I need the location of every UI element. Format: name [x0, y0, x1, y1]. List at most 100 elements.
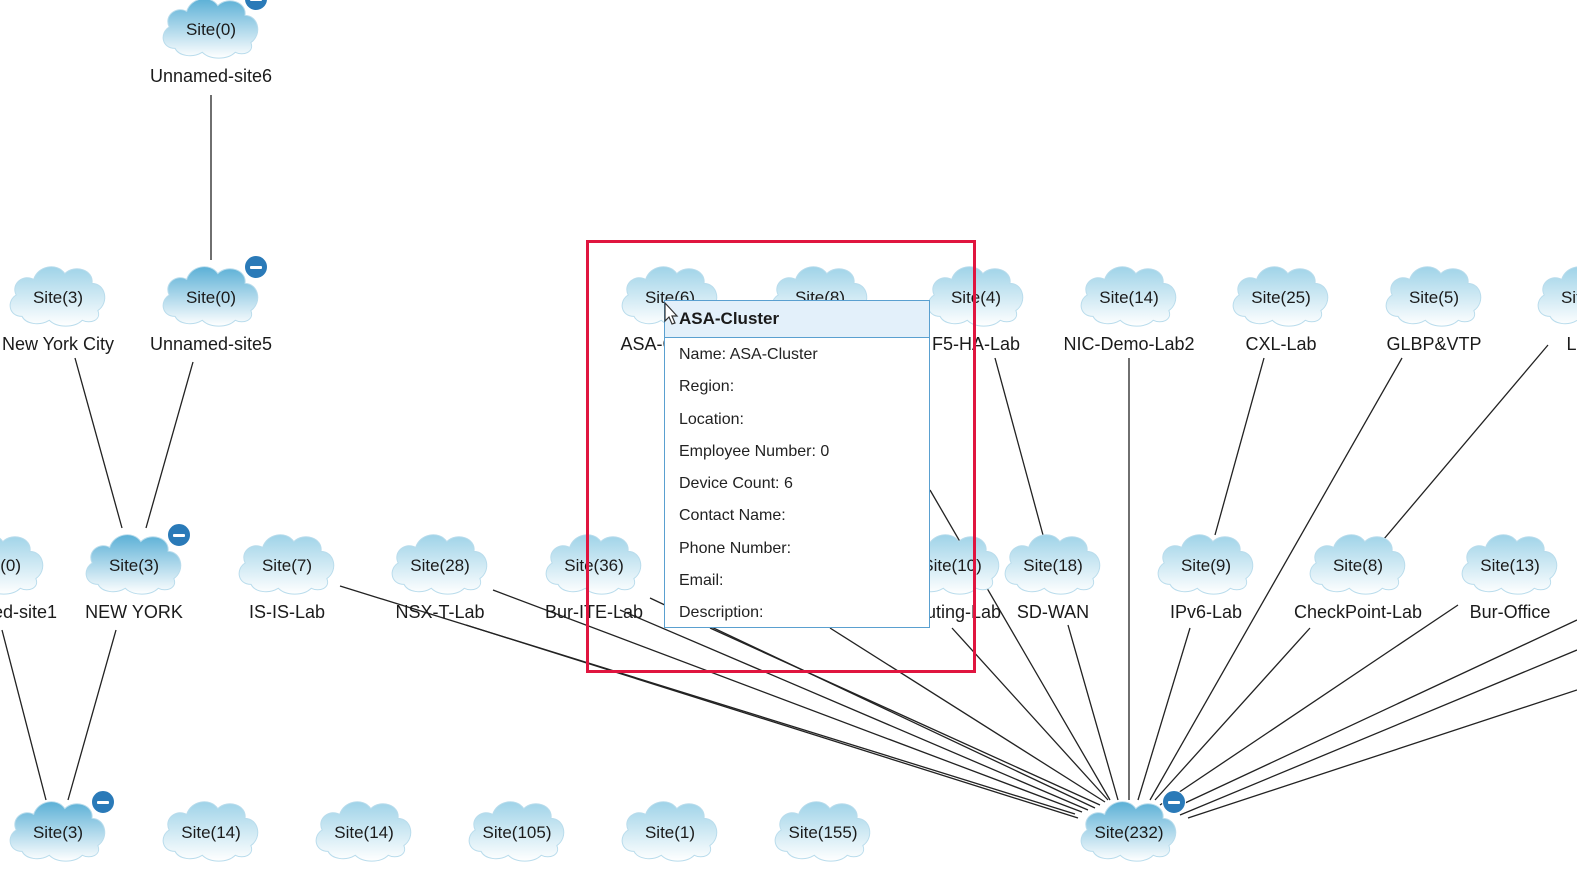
site-node[interactable]: Site(28)NSX-T-Lab: [380, 528, 500, 622]
site-node[interactable]: Site(3) New York City: [0, 260, 118, 354]
site-link-line: [145, 361, 194, 529]
tooltip-device-count: Device Count: 6: [679, 475, 793, 493]
site-node[interactable]: Site(3): [0, 790, 118, 885]
site-count: Site(155): [788, 823, 858, 842]
site-link-line: [951, 627, 1109, 801]
mouse-cursor-icon: [664, 302, 679, 325]
tooltip-contact-name: Contact Name:: [679, 507, 786, 525]
site-name: NSX-T-Lab: [395, 602, 485, 622]
tooltip-email: Email:: [679, 572, 724, 590]
site-node[interactable]: Site(3) NEW YORK: [74, 523, 194, 622]
site-node[interactable]: Site(232): [1069, 790, 1189, 885]
site-count: Site(3): [32, 288, 84, 307]
site-node[interactable]: Site(14): [151, 795, 271, 885]
cloud-icon: [1461, 534, 1558, 595]
cloud-icon: [238, 534, 335, 595]
site-count: Site(3): [1560, 288, 1577, 307]
site-name: NIC-Demo-Lab2: [1063, 334, 1195, 354]
site-links: [1, 95, 1577, 819]
site-count: Site(3): [108, 556, 160, 575]
site-name: IS-IS-Lab: [248, 602, 326, 622]
site-node[interactable]: Site(14)NIC-Demo-Lab2: [1063, 260, 1195, 354]
site-name: New York City: [1, 334, 115, 354]
site-count: Site(0): [0, 556, 22, 575]
cloud-icon: [1537, 266, 1577, 325]
site-link-line: [465, 624, 1079, 819]
site-count: Site(36): [564, 556, 624, 575]
site-link-line: [1187, 689, 1577, 819]
site-count: Site(13): [1480, 556, 1540, 575]
site-name: Unnamed-site5: [149, 334, 273, 354]
site-name: NEW YORK: [85, 602, 183, 622]
site-count: Site(105): [482, 823, 552, 842]
site-link-line: [1214, 357, 1265, 536]
collapse-icon[interactable]: [91, 790, 115, 814]
site-count: Site(0): [185, 288, 237, 307]
cloud-icon: [545, 534, 642, 595]
site-link-line: [1377, 344, 1549, 547]
cloud-icon: [162, 0, 259, 59]
site-link-line: [709, 627, 1101, 806]
cloud-icon: [391, 534, 488, 595]
site-count: Site(4): [950, 288, 1002, 307]
site-name: Unnamed-site6: [149, 66, 273, 86]
site-link-line: [1149, 357, 1403, 801]
site-count: Site(1): [644, 823, 696, 842]
site-name: LISP: [1566, 334, 1577, 354]
tooltip-title: ASA-Cluster: [665, 301, 929, 338]
site-node[interactable]: Site(18)SD-WAN: [993, 528, 1113, 622]
site-link-line: [1159, 604, 1459, 806]
cloud-icon: [1080, 266, 1177, 327]
site-count: Site(3): [32, 823, 84, 842]
cloud-icon: [9, 266, 106, 327]
site-link-line: [1137, 627, 1191, 801]
site-link-line: [1169, 619, 1577, 811]
tooltip-location: Location:: [679, 410, 744, 428]
site-name: IPv6-Lab: [1169, 602, 1243, 622]
site-count: Site(25): [1251, 288, 1311, 307]
cloud-icon: [1309, 534, 1406, 595]
tooltip-phone-number: Phone Number:: [679, 539, 792, 557]
site-count: Site(14): [334, 823, 394, 842]
site-count: Site(232): [1094, 823, 1164, 842]
cloud-icon: [1385, 266, 1482, 327]
cloud-icon: [1004, 534, 1101, 595]
tooltip-region: Region:: [679, 378, 735, 396]
site-link-line: [1179, 649, 1577, 816]
site-link-line: [619, 609, 1089, 811]
site-tooltip: ASA-Cluster Name: ASA-Cluster Region: Lo…: [664, 300, 930, 628]
site-node[interactable]: Site(1): [610, 795, 730, 885]
site-count: Site(5): [1408, 288, 1460, 307]
site-link-line: [1, 629, 47, 801]
site-node[interactable]: Site(0) Unnamed-site6: [150, 0, 272, 86]
site-node[interactable]: Site(9) IPv6-Lab: [1146, 528, 1266, 622]
site-node[interactable]: Site(7)IS-IS-Lab: [227, 528, 347, 622]
collapse-icon[interactable]: [244, 255, 268, 279]
site-name: F5-HA-Lab: [931, 334, 1021, 354]
site-node[interactable]: Site(4) F5-HA-Lab: [916, 260, 1036, 354]
site-node[interactable]: Site(8)CheckPoint-Lab: [1294, 528, 1422, 622]
site-count: Site(10): [922, 556, 982, 575]
site-count: Site(0): [185, 20, 237, 39]
site-node[interactable]: Site(155): [763, 795, 883, 885]
site-node[interactable]: Site(5)GLBP&VTP: [1374, 260, 1494, 354]
site-node[interactable]: Site(25) CXL-Lab: [1221, 260, 1341, 354]
cloud-icon: [1232, 266, 1329, 327]
site-node[interactable]: Site(0) Unnamed-site1: [0, 528, 57, 622]
site-node[interactable]: Site(0) Unnamed-site5: [150, 255, 272, 354]
site-node[interactable]: Site(13)Bur-Office: [1450, 528, 1570, 622]
site-name: CXL-Lab: [1245, 334, 1317, 354]
collapse-icon[interactable]: [1162, 790, 1186, 814]
site-node[interactable]: Site(14): [304, 795, 424, 885]
site-node[interactable]: Site(105): [457, 795, 577, 885]
site-node[interactable]: Site(36)Bur-ITE-Lab: [534, 528, 654, 622]
site-link-line: [67, 629, 117, 801]
site-link-line: [829, 627, 1106, 803]
cloud-icon: [162, 266, 259, 327]
site-count: Site(18): [1023, 556, 1083, 575]
site-count: Site(14): [181, 823, 241, 842]
site-node[interactable]: Site(3) LISP: [1526, 260, 1577, 354]
collapse-icon[interactable]: [167, 523, 191, 547]
site-count: Site(9): [1180, 556, 1232, 575]
site-name: Unnamed-site1: [0, 602, 58, 622]
